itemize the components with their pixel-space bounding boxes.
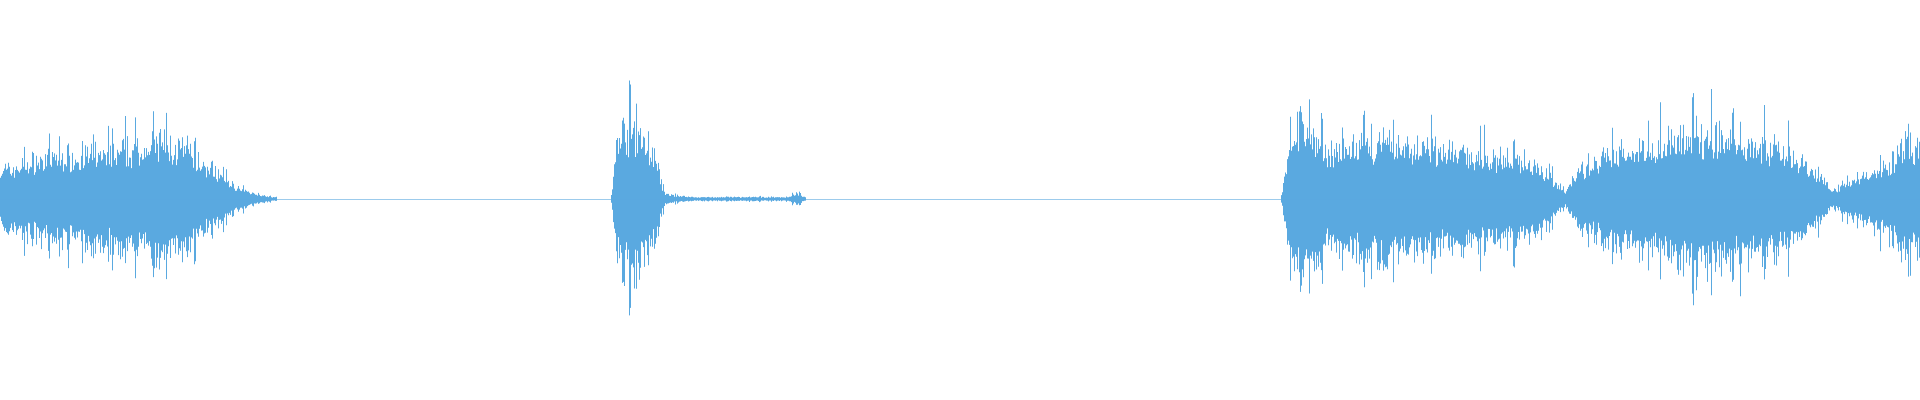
waveform-bars [0,80,1920,316]
